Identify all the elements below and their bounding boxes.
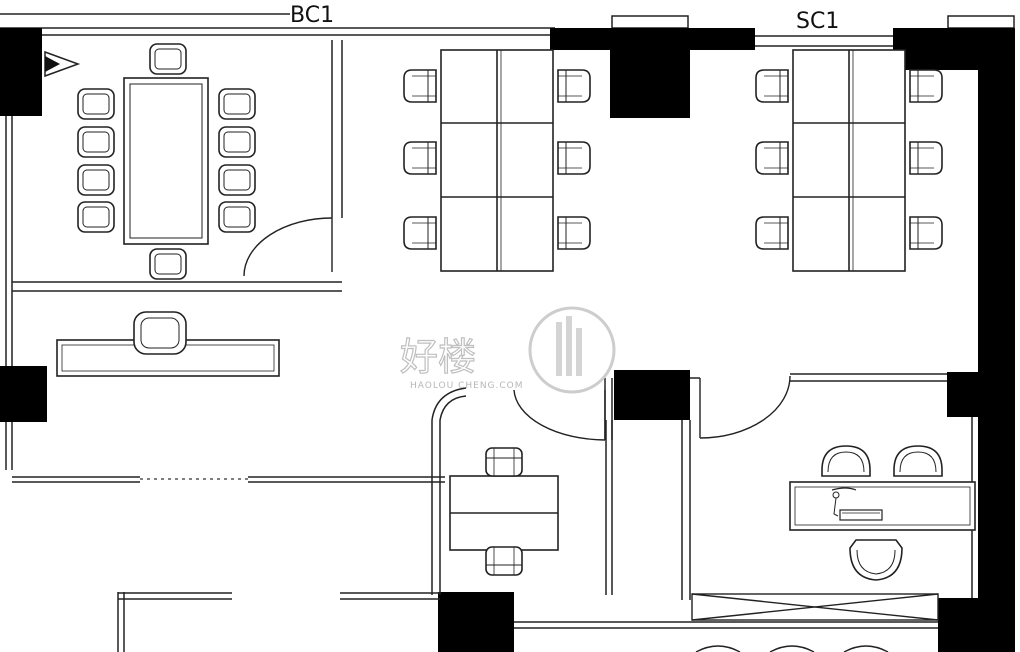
storage-closet [691, 593, 939, 621]
watermark-subtext: HAOLOU CHENG.COM [410, 381, 524, 391]
manager-guest-chairs [821, 445, 943, 477]
manager-chair [849, 539, 903, 581]
watermark-text: 好楼 [400, 335, 476, 379]
wall-blocks [0, 28, 1015, 652]
small-office-desks [449, 475, 559, 551]
workstation-cluster-2 [792, 49, 906, 272]
workstation-cluster-1 [440, 49, 554, 272]
watermark: 好楼 HAOLOU CHENG.COM [399, 306, 616, 394]
label-bc1: BC1 [290, 3, 334, 28]
interior-walls [5, 40, 973, 652]
label-sc1: SC1 [796, 9, 839, 34]
door-swings [140, 217, 791, 480]
bottom-chairs [695, 645, 889, 652]
watermark-logo-icon [528, 306, 616, 394]
triangle-arrow-icon [44, 50, 81, 78]
manager-desk [789, 481, 976, 531]
reception-desk [56, 311, 280, 377]
conference-table [123, 77, 209, 245]
top-wall [0, 13, 1015, 47]
